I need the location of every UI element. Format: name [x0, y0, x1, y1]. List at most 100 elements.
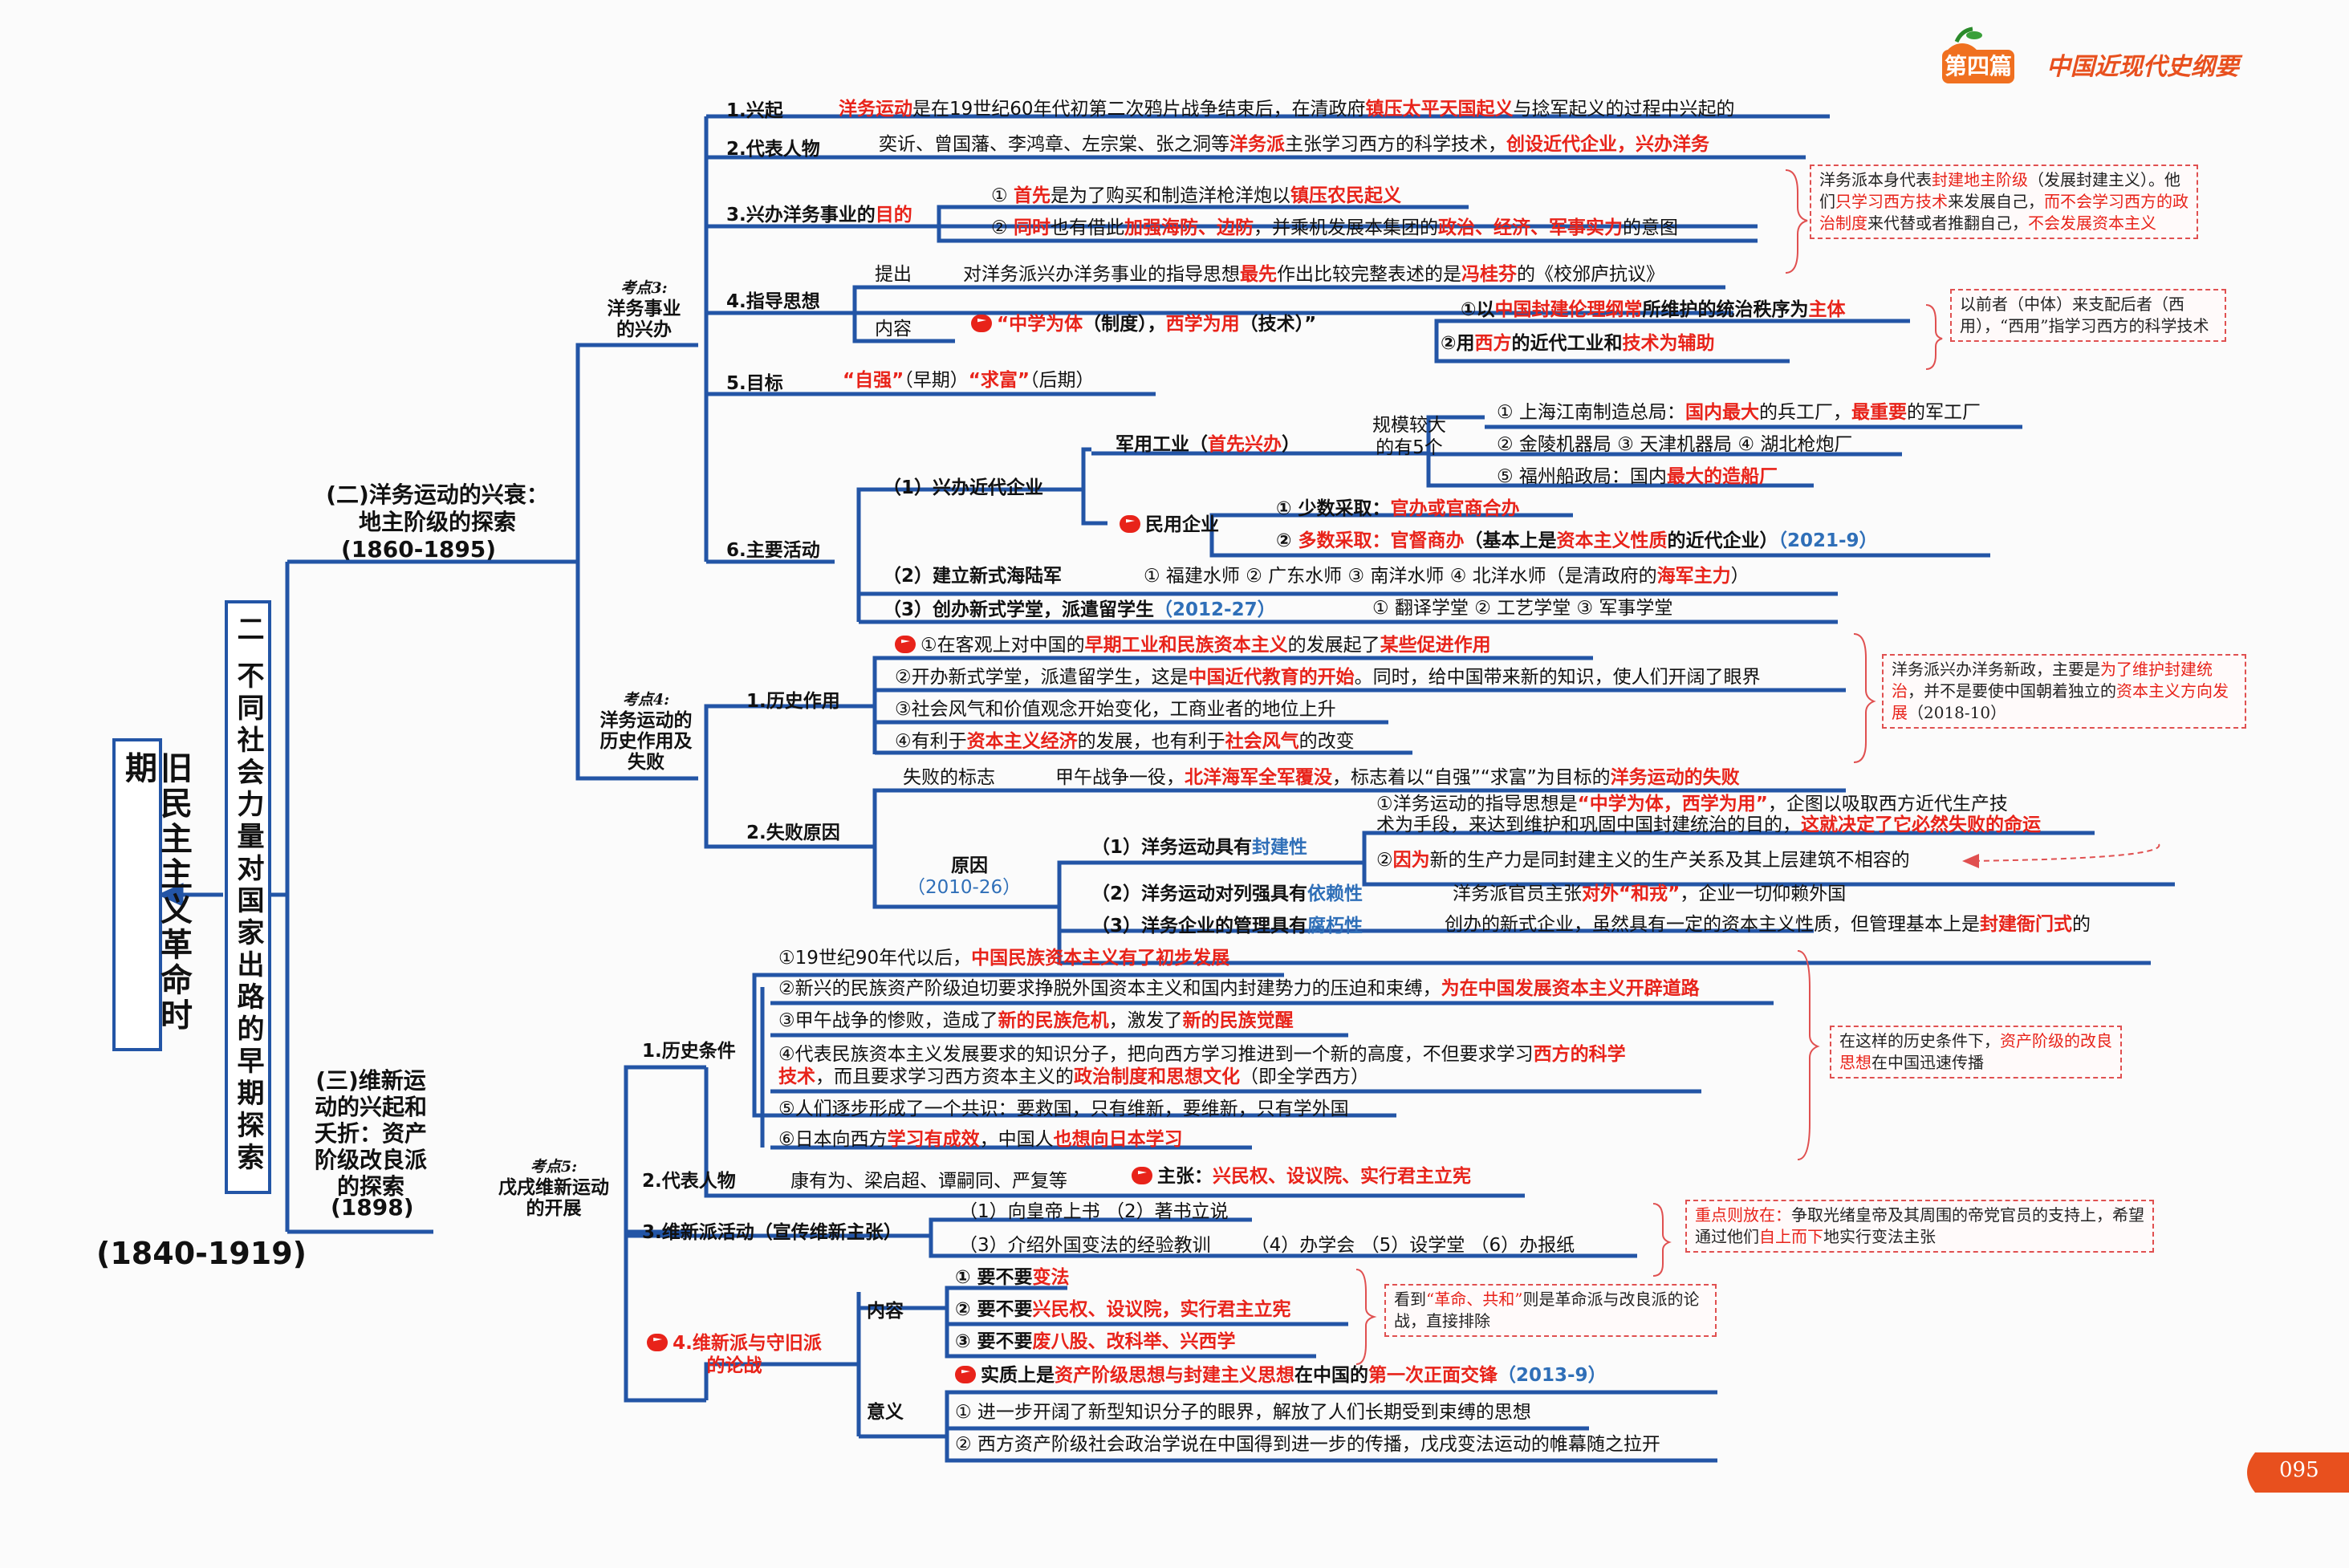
- fail-label: 2.失败原因: [746, 823, 840, 843]
- hist-role-3: ③社会风气和价值观念开始变化，工商业者的地位上升: [895, 699, 1336, 720]
- keypoint3: 考点3: 洋务事业的兴办: [594, 277, 694, 340]
- flag-icon: [895, 636, 916, 653]
- cause-1-1: ①洋务运动的指导思想是“中学为体，西学为用”，企图以吸取西方近代生产技: [1376, 794, 2008, 814]
- note-debate-scope: 看到“革命、共和”则是革命派与改良派的论战，直接排除: [1384, 1284, 1717, 1337]
- section3-years: (1898): [331, 1194, 414, 1221]
- wx-debate-2: ② 要不要兴民权、设议院，实行君主立宪: [955, 1299, 1291, 1320]
- yw-guide-content: “中学为体（制度），西学为用（技术）”: [971, 313, 1316, 335]
- cause-1-2: ②因为新的生产力是同封建主义的生产关系及其上层建筑不相容的: [1376, 850, 1910, 871]
- cause-3: （3）洋务企业的管理具有腐朽性: [1091, 916, 1363, 936]
- wx-cond-5: ⑤人们逐步形成了一个共识：要救国，只有维新，要维新，只有学外国: [778, 1099, 1349, 1119]
- hist-role-1: ①在客观上对中国的早期工业和民族资本主义的发展起了某些促进作用: [895, 634, 1491, 656]
- page-number: 095: [2279, 1458, 2319, 1482]
- cause-1: （1）洋务运动具有封建性: [1091, 837, 1308, 858]
- yw-activities-label: 6.主要活动: [726, 540, 820, 561]
- cause-3-text: 创办的新式企业，虽然具有一定的资本主义性质，但管理基本上是封建衙门式的: [1445, 914, 2091, 935]
- wx-debate-3: ③ 要不要废八股、改科举、兴西学: [955, 1331, 1236, 1352]
- root-box: 旧民主主义革命时期: [112, 738, 192, 1051]
- yw-guide-content-label: 内容: [875, 319, 912, 339]
- yw-guide-proposer-text: 对洋务派兴办洋务事业的指导思想最先作出比较完整表述的是冯桂芬的《校邠庐抗议》: [963, 264, 1664, 285]
- fail-sign-label: 失败的标志: [903, 767, 995, 788]
- wx-activity-label: 3.维新派活动（宣传维新主张）: [642, 1222, 902, 1243]
- yw-military-note: 规模较大的有5个: [1372, 415, 1446, 458]
- cause-2: （2）洋务运动对列强具有依赖性: [1091, 884, 1363, 904]
- keypoint3-title: 洋务事业的兴办: [607, 299, 681, 340]
- wx-debate-content-label: 内容: [867, 1301, 904, 1322]
- wx-cond-6: ⑥日本向西方学习有成效，中国人也想向日本学习: [778, 1129, 1183, 1150]
- yw-people-label: 2.代表人物: [726, 139, 820, 160]
- yw-rise-text: 洋务运动是在19世纪60年代初第二次鸦片战争结束后，在清政府镇压太平天国起义与捻…: [839, 99, 1735, 120]
- wx-people-label: 2.代表人物: [642, 1171, 736, 1192]
- wx-cond-4b: 技术，而且要求学习西方资本主义的政治制度和思想文化（即全学西方）: [778, 1066, 1369, 1087]
- yw-act3-text: ① 翻译学堂 ② 工艺学堂 ③ 军事学堂: [1372, 598, 1673, 619]
- header-subtitle: 中国近现代史纲要: [2046, 53, 2239, 81]
- note-reform-focus: 重点则放在：争取光绪皇帝及其周围的帝党官员的支持上，希望通过他们自上而下地实行变…: [1685, 1200, 2154, 1253]
- wx-activity-1: （1）向皇帝上书 （2）著书立说: [959, 1201, 1229, 1222]
- fail-sign-text: 甲午战争一役，北洋海军全军覆没，标志着以“自强”“求富”为目标的洋务运动的失败: [1055, 767, 1740, 788]
- cause-year: （2010-26）: [907, 877, 1022, 898]
- section2-years: (1860-1895): [341, 536, 497, 563]
- cause-2-text: 洋务派官员主张对外“和戎”，企业一切仰赖外国: [1453, 884, 1847, 904]
- note-reform-spread: 在这样的历史条件下，资产阶级的改良思想在中国迅速传播: [1830, 1026, 2122, 1079]
- yw-rise-label: 1.兴起: [726, 100, 783, 121]
- wx-debate-label: 4.维新派与守旧派的论战: [642, 1332, 827, 1377]
- wx-cond-4: ④代表民族资本主义发展要求的知识分子，把向西方学习推进到一个新的高度，不但要求学…: [778, 1044, 1626, 1065]
- yw-mil-2: ② 金陵机器局 ③ 天津机器局 ④ 湖北枪炮厂: [1497, 434, 1853, 455]
- yw-act1-label: （1）兴办近代企业: [883, 477, 1044, 498]
- yw-act2-text: ① 福建水师 ② 广东水师 ③ 南洋水师 ④ 北洋水师（是清政府的海军主力）: [1144, 566, 1750, 587]
- header-badge: 第四篇: [1942, 50, 2014, 83]
- hist-role-label: 1.历史作用: [746, 691, 840, 712]
- note-yangwu-aim: 洋务派兴办洋务新政，主要是为了维护封建统治，并不是要使中国朝着独立的资本主义方向…: [1882, 654, 2246, 729]
- yw-act3-label: （3）创办新式学堂，派遣留学生（2012-27）: [883, 599, 1276, 620]
- root-title: 旧民主主义革命时期: [120, 751, 192, 1034]
- keypoint4-title: 洋务运动的历史作用及失败: [599, 710, 693, 773]
- yw-civ-2: ② 多数采取：官督商办（基本上是资本主义性质的近代企业）（2021-9）: [1276, 530, 1878, 551]
- wx-cond-2: ②新兴的民族资产阶级迫切要求挣脱外国资本主义和国内封建势力的压迫和束缚，为在中国…: [778, 978, 1700, 999]
- yw-guide-label: 4.指导思想: [726, 291, 820, 312]
- yw-act2-label: （2）建立新式海陆军: [883, 566, 1063, 587]
- hist-role-4: ④有利于资本主义经济的发展，也有利于社会风气的改变: [895, 731, 1355, 752]
- page-tab: [2247, 1452, 2349, 1493]
- yw-mil-3: ⑤ 福州船政局：国内最大的造船厂: [1497, 466, 1778, 487]
- wx-significance-0: 实质上是资产阶级思想与封建主义思想在中国的第一次正面交锋（2013-9）: [955, 1364, 1607, 1387]
- keypoint4-tag: 考点4:: [622, 691, 670, 709]
- flag-icon: [955, 1366, 976, 1383]
- yw-civ-1: ① 少数采取：官办或官商合办: [1276, 498, 1520, 519]
- cause-1-1b: 术为手段，来达到维护和巩固中国封建统治的目的，这就决定了它必然失败的命运: [1376, 814, 2041, 835]
- note-yangwu-nature: 洋务派本身代表封建地主阶级（发展封建主义）。他们只学习西方技术来发展自己，而不会…: [1810, 165, 2198, 239]
- flag-icon: [647, 1334, 669, 1351]
- wx-significance-1: ① 进一步开阔了新型知识分子的眼界，解放了人们长期受到束缚的思想: [955, 1402, 1531, 1423]
- chapter-title: 二 不同社会力量对国家出路的早期探索: [232, 615, 264, 1175]
- wx-people-text: 康有为、梁启超、谭嗣同、严复等: [790, 1171, 1067, 1192]
- root-years: (1840-1919): [96, 1236, 307, 1271]
- wx-activity-2: （3）介绍外国变法的经验教训（4）办学会 （5）设学堂 （6）办报纸: [959, 1235, 1575, 1256]
- wx-significance-2: ② 西方资产阶级社会政治学说在中国得到进一步的传播，戊戌变法运动的帷幕随之拉开: [955, 1434, 1660, 1455]
- note-ti-yong: 以前者（中体）来支配后者（西用），“西用”指学习西方的科学技术: [1950, 289, 2226, 342]
- yw-mil-1: ① 上海江南制造总局：国内最大的兵工厂，最重要的军工厂: [1497, 402, 1981, 423]
- wx-cond-3: ③甲午战争的惨败，造成了新的民族危机，激发了新的民族觉醒: [778, 1010, 1294, 1031]
- keypoint3-tag: 考点3:: [620, 279, 668, 297]
- wx-cond-label: 1.历史条件: [642, 1041, 736, 1062]
- keypoint5: 考点5: 戊戌维新运动的开展: [490, 1156, 618, 1219]
- wx-debate-1: ① 要不要变法: [955, 1267, 1070, 1288]
- yw-military-label: 军用工业（首先兴办）: [1116, 434, 1300, 455]
- yw-purpose-2: ② 同时也有借此加强海防、边防，并乘机发展本集团的政治、经济、军事实力的意图: [991, 217, 1678, 238]
- cause-label: 原因: [951, 855, 988, 876]
- keypoint5-title: 戊戌维新运动的开展: [498, 1177, 609, 1219]
- wx-people-claim: 主张：兴民权、设议院、实行君主立宪: [1132, 1165, 1471, 1188]
- yw-guide-c1: ①以中国封建伦理纲常所维护的统治秩序为主体: [1461, 299, 1846, 320]
- yw-guide-c2: ②用西方的近代工业和技术为辅助: [1441, 333, 1715, 354]
- yw-goal-text: “自强”（早期）“求富”（后期）: [843, 370, 1095, 391]
- yw-goal-label: 5.目标: [726, 373, 783, 394]
- yw-purpose-label: 3.兴办洋务事业的目的: [726, 205, 912, 225]
- yw-guide-proposer-label: 提出: [875, 264, 912, 285]
- hist-role-2: ②开办新式学堂，派遣留学生，这是中国近代教育的开始。同时，给中国带来新的知识，使…: [895, 667, 1761, 688]
- yw-purpose-1: ① 首先是为了购买和制造洋枪洋炮以镇压农民起义: [991, 185, 1401, 206]
- wx-cond-1: ①19世纪90年代以后，中国民族资本主义有了初步发展: [778, 948, 1230, 969]
- flag-icon: [1120, 515, 1140, 533]
- keypoint4: 考点4: 洋务运动的历史作用及失败: [590, 689, 702, 773]
- section2-title: (二)洋务运动的兴衰：地主阶级的探索: [326, 481, 549, 535]
- section3-title: (三)维新运动的兴起和夭折：资产阶级改良派的探索: [315, 1067, 428, 1200]
- flag-icon: [1132, 1167, 1152, 1184]
